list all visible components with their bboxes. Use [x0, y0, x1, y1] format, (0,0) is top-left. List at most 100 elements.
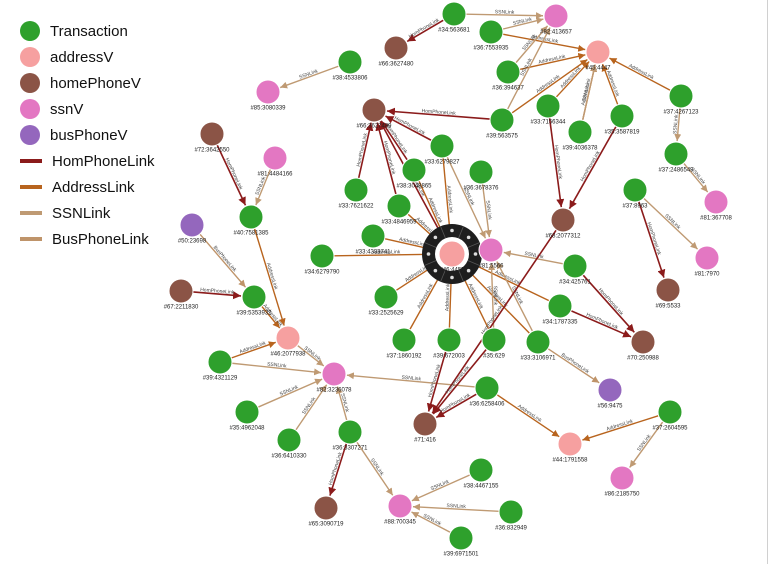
node-circle[interactable] [386, 193, 412, 219]
edge-line[interactable] [506, 27, 551, 110]
node-circle[interactable] [663, 141, 689, 167]
edge-line[interactable] [496, 261, 534, 332]
edge-line[interactable] [411, 474, 471, 502]
node-circle[interactable] [622, 177, 648, 203]
edge-SSNLink[interactable]: SSNLink [488, 262, 498, 329]
edge-line[interactable] [629, 421, 664, 468]
node-circle[interactable] [241, 284, 267, 310]
node-circle[interactable] [668, 83, 694, 109]
node-transaction[interactable]: #39:4321129 [203, 349, 238, 382]
node-transaction[interactable]: #39:6971501 [443, 525, 479, 558]
edge-line[interactable] [261, 305, 281, 329]
node-transaction[interactable]: #33:4846959 [381, 193, 417, 226]
node-circle[interactable] [694, 245, 720, 271]
edge-line[interactable] [435, 393, 478, 419]
edge-HomPhoneLink[interactable]: HomPhoneLink [386, 107, 491, 120]
node-circle[interactable] [655, 277, 681, 303]
edge-AddressLink[interactable]: AddressLink [333, 249, 440, 258]
edge-AddressLink[interactable]: AddressLink [496, 394, 560, 438]
node-transaction[interactable]: #33:7156344 [530, 93, 566, 126]
node-transaction[interactable]: #36:6258406 [469, 375, 505, 408]
node-circle[interactable] [478, 19, 504, 45]
edge-HomPhoneLink[interactable]: HomPhoneLink [570, 310, 632, 338]
radial-menu-action-icon[interactable] [450, 275, 454, 280]
edge-line[interactable] [643, 197, 699, 250]
edge-line[interactable] [253, 228, 286, 326]
node-transaction[interactable]: #35:4962048 [229, 399, 265, 432]
node-circle[interactable] [547, 293, 573, 319]
node-transaction[interactable]: #33:3106971 [520, 329, 556, 362]
node-ssnV[interactable]: #82:3236078 [316, 361, 352, 394]
node-circle[interactable] [361, 97, 387, 123]
node-busPhoneV[interactable]: #56:9475 [597, 377, 623, 410]
node-circle[interactable] [199, 121, 225, 147]
edge-line[interactable] [386, 107, 491, 120]
node-homePhoneV[interactable]: #68:2077312 [545, 207, 581, 240]
edge-line[interactable] [496, 394, 560, 438]
radial-menu-action-icon[interactable] [466, 268, 471, 273]
edge-SSNLink[interactable]: SSNLink [335, 386, 350, 421]
node-circle[interactable] [360, 223, 386, 249]
node-transaction[interactable]: #37:8963 [622, 177, 648, 210]
node-ssnV[interactable]: #81:5566 [478, 237, 504, 270]
edge-line[interactable] [481, 183, 492, 238]
node-transaction[interactable]: #33:6279827 [424, 133, 460, 166]
node-circle[interactable] [448, 525, 474, 551]
node-circle[interactable] [313, 495, 339, 521]
edge-SSNLink[interactable]: SSNLink [581, 64, 598, 121]
node-transaction[interactable]: #37:4267123 [663, 83, 699, 116]
edge-SSNLink[interactable]: SSNLink [346, 372, 476, 388]
edge-line[interactable] [412, 503, 500, 513]
edge-line[interactable] [638, 201, 666, 278]
edge-line[interactable] [231, 362, 322, 376]
node-circle[interactable] [262, 145, 288, 171]
node-homePhoneV[interactable]: #66:3627489 [356, 97, 392, 130]
edge-line[interactable] [357, 122, 374, 179]
edge-SSNLink[interactable]: SSNLink [412, 503, 500, 513]
node-circle[interactable] [525, 329, 551, 355]
edge-HomPhoneLink[interactable]: HomPhoneLink [356, 122, 374, 179]
edge-line[interactable] [683, 162, 709, 193]
edge-line[interactable] [515, 25, 549, 64]
radial-menu-action-icon[interactable] [433, 235, 438, 240]
node-circle[interactable] [478, 237, 504, 263]
node-transaction[interactable]: #36:7553935 [473, 19, 509, 52]
edge-line[interactable] [406, 19, 445, 43]
edge-BusPhoneLink[interactable]: BusPhoneLink [199, 233, 247, 288]
node-transaction[interactable]: #37:2604595 [652, 399, 688, 432]
node-circle[interactable] [489, 107, 515, 133]
edge-line[interactable] [346, 372, 476, 388]
node-circle[interactable] [234, 399, 260, 425]
edge-line[interactable] [581, 64, 598, 121]
node-addressV[interactable]: #45:4447 [585, 39, 611, 72]
node-addressV[interactable]: #46:2077938 [270, 325, 306, 358]
edge-AddressLink[interactable]: AddressLink [502, 33, 586, 52]
node-circle[interactable] [373, 284, 399, 310]
node-circle[interactable] [441, 1, 467, 27]
node-transaction[interactable]: #33:2525629 [368, 284, 404, 317]
node-homePhoneV[interactable]: #66:3627480 [378, 35, 414, 68]
edge-SSNLink[interactable]: SSNLink [411, 474, 471, 502]
edge-line[interactable] [297, 344, 325, 367]
node-circle[interactable] [609, 465, 635, 491]
edge-line[interactable] [192, 291, 242, 300]
node-addressV[interactable]: #46:4455 [438, 240, 466, 274]
edge-line[interactable] [502, 33, 586, 52]
node-transaction[interactable]: #35:3587819 [604, 103, 640, 136]
node-circle[interactable] [438, 240, 466, 268]
node-transaction[interactable]: #39:563575 [486, 107, 519, 140]
node-transaction[interactable]: #36:6410330 [271, 427, 307, 460]
node-circle[interactable] [585, 39, 611, 65]
node-circle[interactable] [238, 204, 264, 230]
node-circle[interactable] [168, 278, 194, 304]
node-circle[interactable] [309, 243, 335, 269]
node-circle[interactable] [498, 499, 524, 525]
node-transaction[interactable]: #37:1860192 [386, 327, 422, 360]
edge-line[interactable] [328, 443, 348, 496]
edge-line[interactable] [333, 250, 440, 258]
node-homePhoneV[interactable]: #72:3642550 [194, 121, 230, 154]
node-circle[interactable] [255, 79, 281, 105]
node-ssnV[interactable]: #81:7970 [694, 245, 720, 278]
node-ssnV[interactable]: #88:700345 [384, 493, 417, 526]
